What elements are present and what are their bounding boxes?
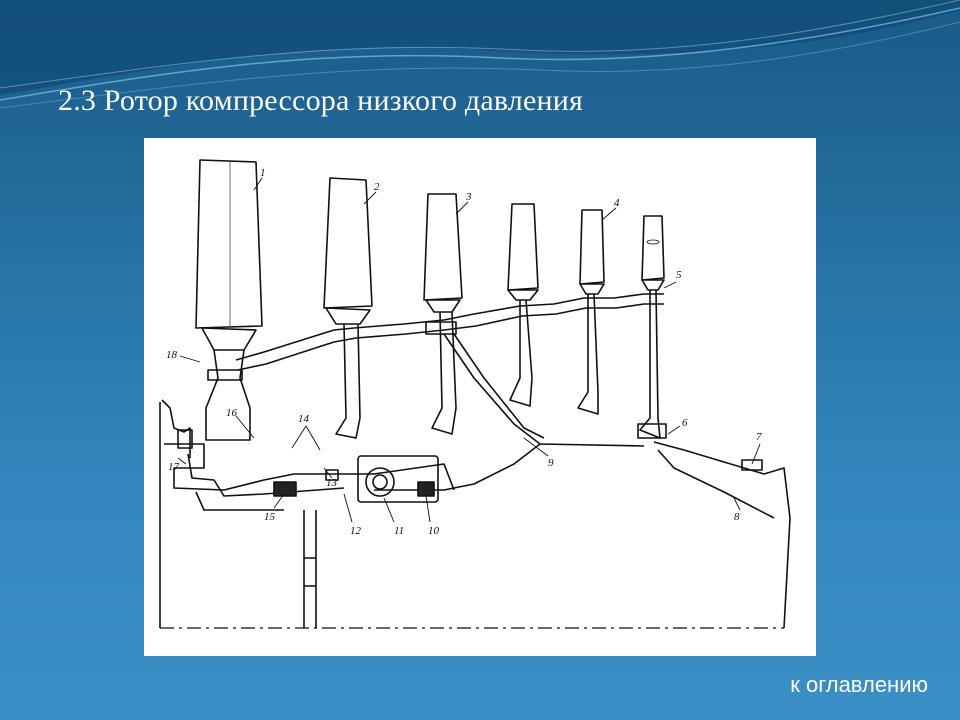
blade-stage-3 — [423, 193, 463, 313]
blade-stage-6 — [641, 215, 665, 291]
support-strut — [303, 510, 317, 628]
blade-stage-2 — [323, 177, 373, 325]
bearing-11 — [365, 467, 395, 497]
bearing-housing — [357, 455, 439, 503]
front-flange — [161, 399, 191, 458]
callout-16: 16 — [226, 407, 238, 419]
callout-4: 4 — [614, 197, 620, 209]
callout-15: 15 — [264, 511, 276, 523]
compressor-rotor-drawing: 1 2 3 4 5 6 7 8 9 10 11 12 13 14 15 16 1… — [144, 138, 816, 656]
callout-11: 11 — [394, 525, 404, 537]
seal-15 — [273, 481, 297, 497]
callout-14: 14 — [298, 413, 310, 425]
disc-stage-4 — [509, 299, 533, 407]
callout-6: 6 — [682, 417, 688, 429]
slide-title: 2.3 Ротор компрессора низкого давления — [58, 84, 583, 117]
shaft-cone — [374, 333, 645, 491]
wave-header-decoration — [0, 0, 960, 109]
callout-9: 9 — [548, 457, 554, 469]
blade-stage-1 — [195, 159, 263, 351]
callout-5: 5 — [676, 269, 682, 281]
table-of-contents-link[interactable]: к оглавлению — [790, 672, 928, 697]
callout-17: 17 — [168, 461, 180, 473]
blade-stage-4 — [507, 203, 539, 301]
callout-8: 8 — [734, 511, 740, 523]
callout-12: 12 — [350, 525, 362, 537]
callout-13: 13 — [326, 477, 338, 489]
bolt-7 — [741, 459, 763, 471]
callout-3: 3 — [465, 191, 472, 203]
callout-1: 1 — [260, 167, 266, 179]
disc-stage-2 — [335, 323, 361, 439]
seal-10 — [417, 481, 435, 497]
callout-10: 10 — [428, 525, 440, 537]
callout-18: 18 — [166, 349, 178, 361]
callout-2: 2 — [374, 181, 380, 193]
rear-casing — [653, 441, 791, 629]
disc-stage-5 — [577, 293, 599, 415]
disc-stage-3 — [425, 311, 457, 435]
disc-stage-6 — [637, 289, 667, 439]
rotor-drum — [235, 293, 664, 361]
rotor-section-svg: 1 2 3 4 5 6 7 8 9 10 11 12 13 14 15 16 1… — [159, 159, 791, 629]
shaft-housing — [159, 402, 455, 628]
callout-7: 7 — [756, 431, 762, 443]
blade-stage-5 — [579, 209, 605, 295]
disc-stage-1 — [205, 349, 251, 441]
